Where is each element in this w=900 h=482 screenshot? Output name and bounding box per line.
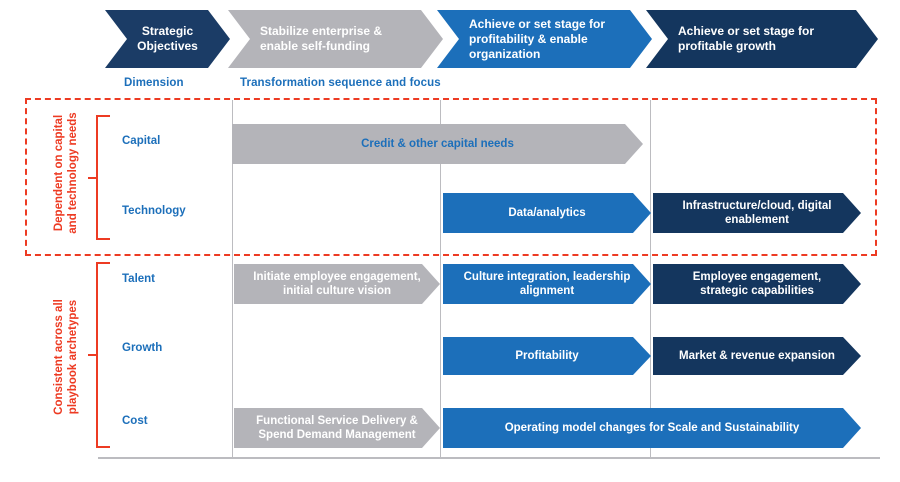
header-arrow-label: Strategic Objectives <box>137 24 198 53</box>
column-caption-dimension: Dimension <box>124 77 184 89</box>
row-label-text: Growth <box>122 342 163 354</box>
item-data-analytics[interactable]: Data/analytics <box>443 193 651 233</box>
header-arrow-label: Achieve or set stage for profitability &… <box>469 16 606 61</box>
header-arrow-achieve-profitability[interactable]: Achieve or set stage for profitability &… <box>437 10 652 68</box>
group-caption-dependent: Dependent on capital and technology need… <box>52 98 81 248</box>
row-label-growth: Growth <box>122 342 162 354</box>
row-label-text: Technology <box>122 205 186 217</box>
column-caption-transformation: Transformation sequence and focus <box>240 77 441 89</box>
header-arrow-profitable-growth[interactable]: Achieve or set stage for profitable grow… <box>646 10 878 68</box>
row-label-text: Talent <box>122 273 156 285</box>
gridline-col2 <box>440 100 441 458</box>
item-label: Infrastructure/cloud, digital enablement <box>682 199 832 226</box>
item-label: Data/analytics <box>508 206 586 219</box>
item-label: Credit & other capital needs <box>361 137 514 150</box>
group-box-dependent <box>25 98 877 256</box>
item-label: Culture integration, leadership alignmen… <box>463 270 631 297</box>
item-label: Profitability <box>515 349 579 362</box>
gridline-col1 <box>232 100 233 458</box>
row-label-text: Capital <box>122 135 161 147</box>
header-arrow-strategic-objectives[interactable]: Strategic Objectives <box>105 10 230 68</box>
item-profitability[interactable]: Profitability <box>443 337 651 375</box>
row-label-cost: Cost <box>122 415 148 427</box>
group-caption-consistent: Consistent across all playbook archetype… <box>52 266 81 448</box>
row-label-talent: Talent <box>122 273 155 285</box>
item-credit-other-capital-needs[interactable]: Credit & other capital needs <box>232 124 643 164</box>
item-label: Operating model changes for Scale and Su… <box>504 421 800 434</box>
column-caption-text: Dimension <box>124 77 184 89</box>
group-bracket-tick-dependent <box>88 177 96 179</box>
item-initiate-employee-engagement[interactable]: Initiate employee engagement, initial cu… <box>234 264 440 304</box>
header-arrow-stabilize-enterprise[interactable]: Stabilize enterprise & enable self-fundi… <box>228 10 443 68</box>
item-label: Initiate employee engagement, initial cu… <box>253 270 421 297</box>
gridline-col3 <box>650 100 651 458</box>
item-infrastructure-cloud-digital-enablement[interactable]: Infrastructure/cloud, digital enablement <box>653 193 861 233</box>
group-bracket-dependent <box>96 115 110 240</box>
item-label: Employee engagement, strategic capabilit… <box>692 270 822 297</box>
column-caption-text: Transformation sequence and focus <box>240 77 441 89</box>
baseline-rule <box>98 457 880 459</box>
item-operating-model-changes[interactable]: Operating model changes for Scale and Su… <box>443 408 861 448</box>
group-bracket-tick-consistent <box>88 354 96 356</box>
item-label: Functional Service Delivery & Spend Dema… <box>256 414 418 441</box>
header-arrow-label: Stabilize enterprise & enable self-fundi… <box>260 24 383 53</box>
item-employee-engagement-strategic-capabilities[interactable]: Employee engagement, strategic capabilit… <box>653 264 861 304</box>
item-market-revenue-expansion[interactable]: Market & revenue expansion <box>653 337 861 375</box>
row-label-technology: Technology <box>122 205 186 217</box>
group-caption-text: Dependent on capital and technology need… <box>53 112 80 234</box>
item-functional-service-delivery[interactable]: Functional Service Delivery & Spend Dema… <box>234 408 440 448</box>
group-caption-text: Consistent across all playbook archetype… <box>53 299 80 415</box>
item-culture-integration-leadership-alignment[interactable]: Culture integration, leadership alignmen… <box>443 264 651 304</box>
row-label-text: Cost <box>122 415 148 427</box>
row-label-capital: Capital <box>122 135 160 147</box>
item-label: Market & revenue expansion <box>679 349 835 362</box>
group-bracket-consistent <box>96 262 110 448</box>
header-arrow-label: Achieve or set stage for profitable grow… <box>678 24 815 53</box>
